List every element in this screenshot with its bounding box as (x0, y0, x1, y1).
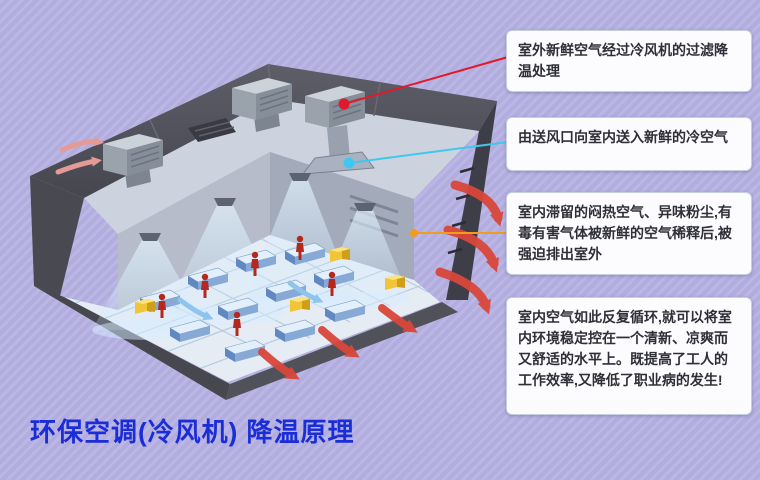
workstation-icon (274, 319, 316, 342)
airflow-arrow-icon (378, 304, 418, 333)
interior-ceiling (84, 99, 479, 234)
airflow-arrow-icon (258, 348, 300, 380)
airflow-arrow-icon (443, 225, 500, 273)
worker-figure-icon (201, 273, 209, 298)
callout-text-supply-air: 由送风口向室内送入新鲜的冷空气 (518, 129, 728, 145)
callout-box-fresh-air: 室外新鲜空气经过冷风机的过滤降温处理 (506, 30, 752, 92)
workstation-icon (284, 242, 326, 265)
page-title: 环保空调(冷风机) 降温原理 (30, 417, 355, 447)
worker-figure-icon (233, 311, 241, 336)
airflow-arrow-icon (55, 156, 102, 175)
airflow-arrow-icon (318, 326, 360, 358)
worker-figure-icon (296, 235, 304, 260)
machine-icon (135, 299, 155, 314)
ceiling-diffuser-icon (139, 173, 376, 241)
cooler-unit-icon (103, 134, 163, 188)
roof-vent (188, 118, 236, 142)
connector-dot-fresh-air (338, 98, 350, 110)
connector-line-fresh-air (343, 56, 509, 105)
connector-line-supply-air (348, 141, 509, 164)
worker-figure-icon (158, 293, 166, 318)
airflow-arrow-icon (59, 136, 104, 153)
workstation-icon (324, 299, 366, 322)
exhaust-airflow-arrows (258, 180, 504, 380)
rooftop-cooler-units (103, 78, 375, 188)
callout-box-circulation: 室内空气如此反复循环,就可以将室内环境稳定控在一个清新、凉爽而又舒适的水平上。既… (506, 297, 752, 415)
connector-dot-exhaust-air (410, 229, 418, 237)
callout-connectors (338, 56, 509, 237)
workstation-icon (169, 319, 211, 342)
airflow-arrow-icon (435, 267, 491, 315)
cutaway-wall-front-left (34, 286, 230, 400)
callout-box-supply-air: 由送风口向室内送入新鲜的冷空气 (506, 117, 752, 171)
callout-text-circulation: 室内空气如此反复循环,就可以将室内环境稳定控在一个清新、凉爽而又舒适的水平上。既… (518, 309, 732, 388)
airflow-arrow-icon (177, 297, 214, 321)
supply-duct (301, 125, 375, 175)
exhaust-louvers (447, 166, 475, 255)
worker-figure-icon (328, 271, 336, 296)
machine-icon (330, 247, 350, 262)
cooler-unit-icon (232, 78, 292, 132)
callout-text-exhaust-air: 室内滞留的闷热空气、异味粉尘,有毒有害气体被新鲜的空气稀释后,被强迫排出室外 (518, 204, 732, 262)
cutaway-wall-left (30, 176, 84, 296)
airflow-arrow-icon (450, 180, 504, 227)
callout-text-fresh-air: 室外新鲜空气经过冷风机的过滤降温处理 (518, 42, 728, 79)
workstation-icon (224, 339, 266, 362)
machine-icon (385, 275, 405, 290)
yellow-machines (135, 247, 405, 314)
workers (158, 235, 336, 336)
supply-airflow-arrows (177, 280, 324, 321)
airflow-arrow-icon (287, 280, 324, 304)
worker-figure-icon (251, 251, 259, 276)
machine-icon (290, 297, 310, 312)
intake-airflow-arrows (55, 136, 104, 175)
callout-box-exhaust-air: 室内滞留的闷热空气、异味粉尘,有毒有害气体被新鲜的空气稀释后,被强迫排出室外 (506, 192, 752, 275)
connector-dot-supply-air (343, 157, 355, 169)
